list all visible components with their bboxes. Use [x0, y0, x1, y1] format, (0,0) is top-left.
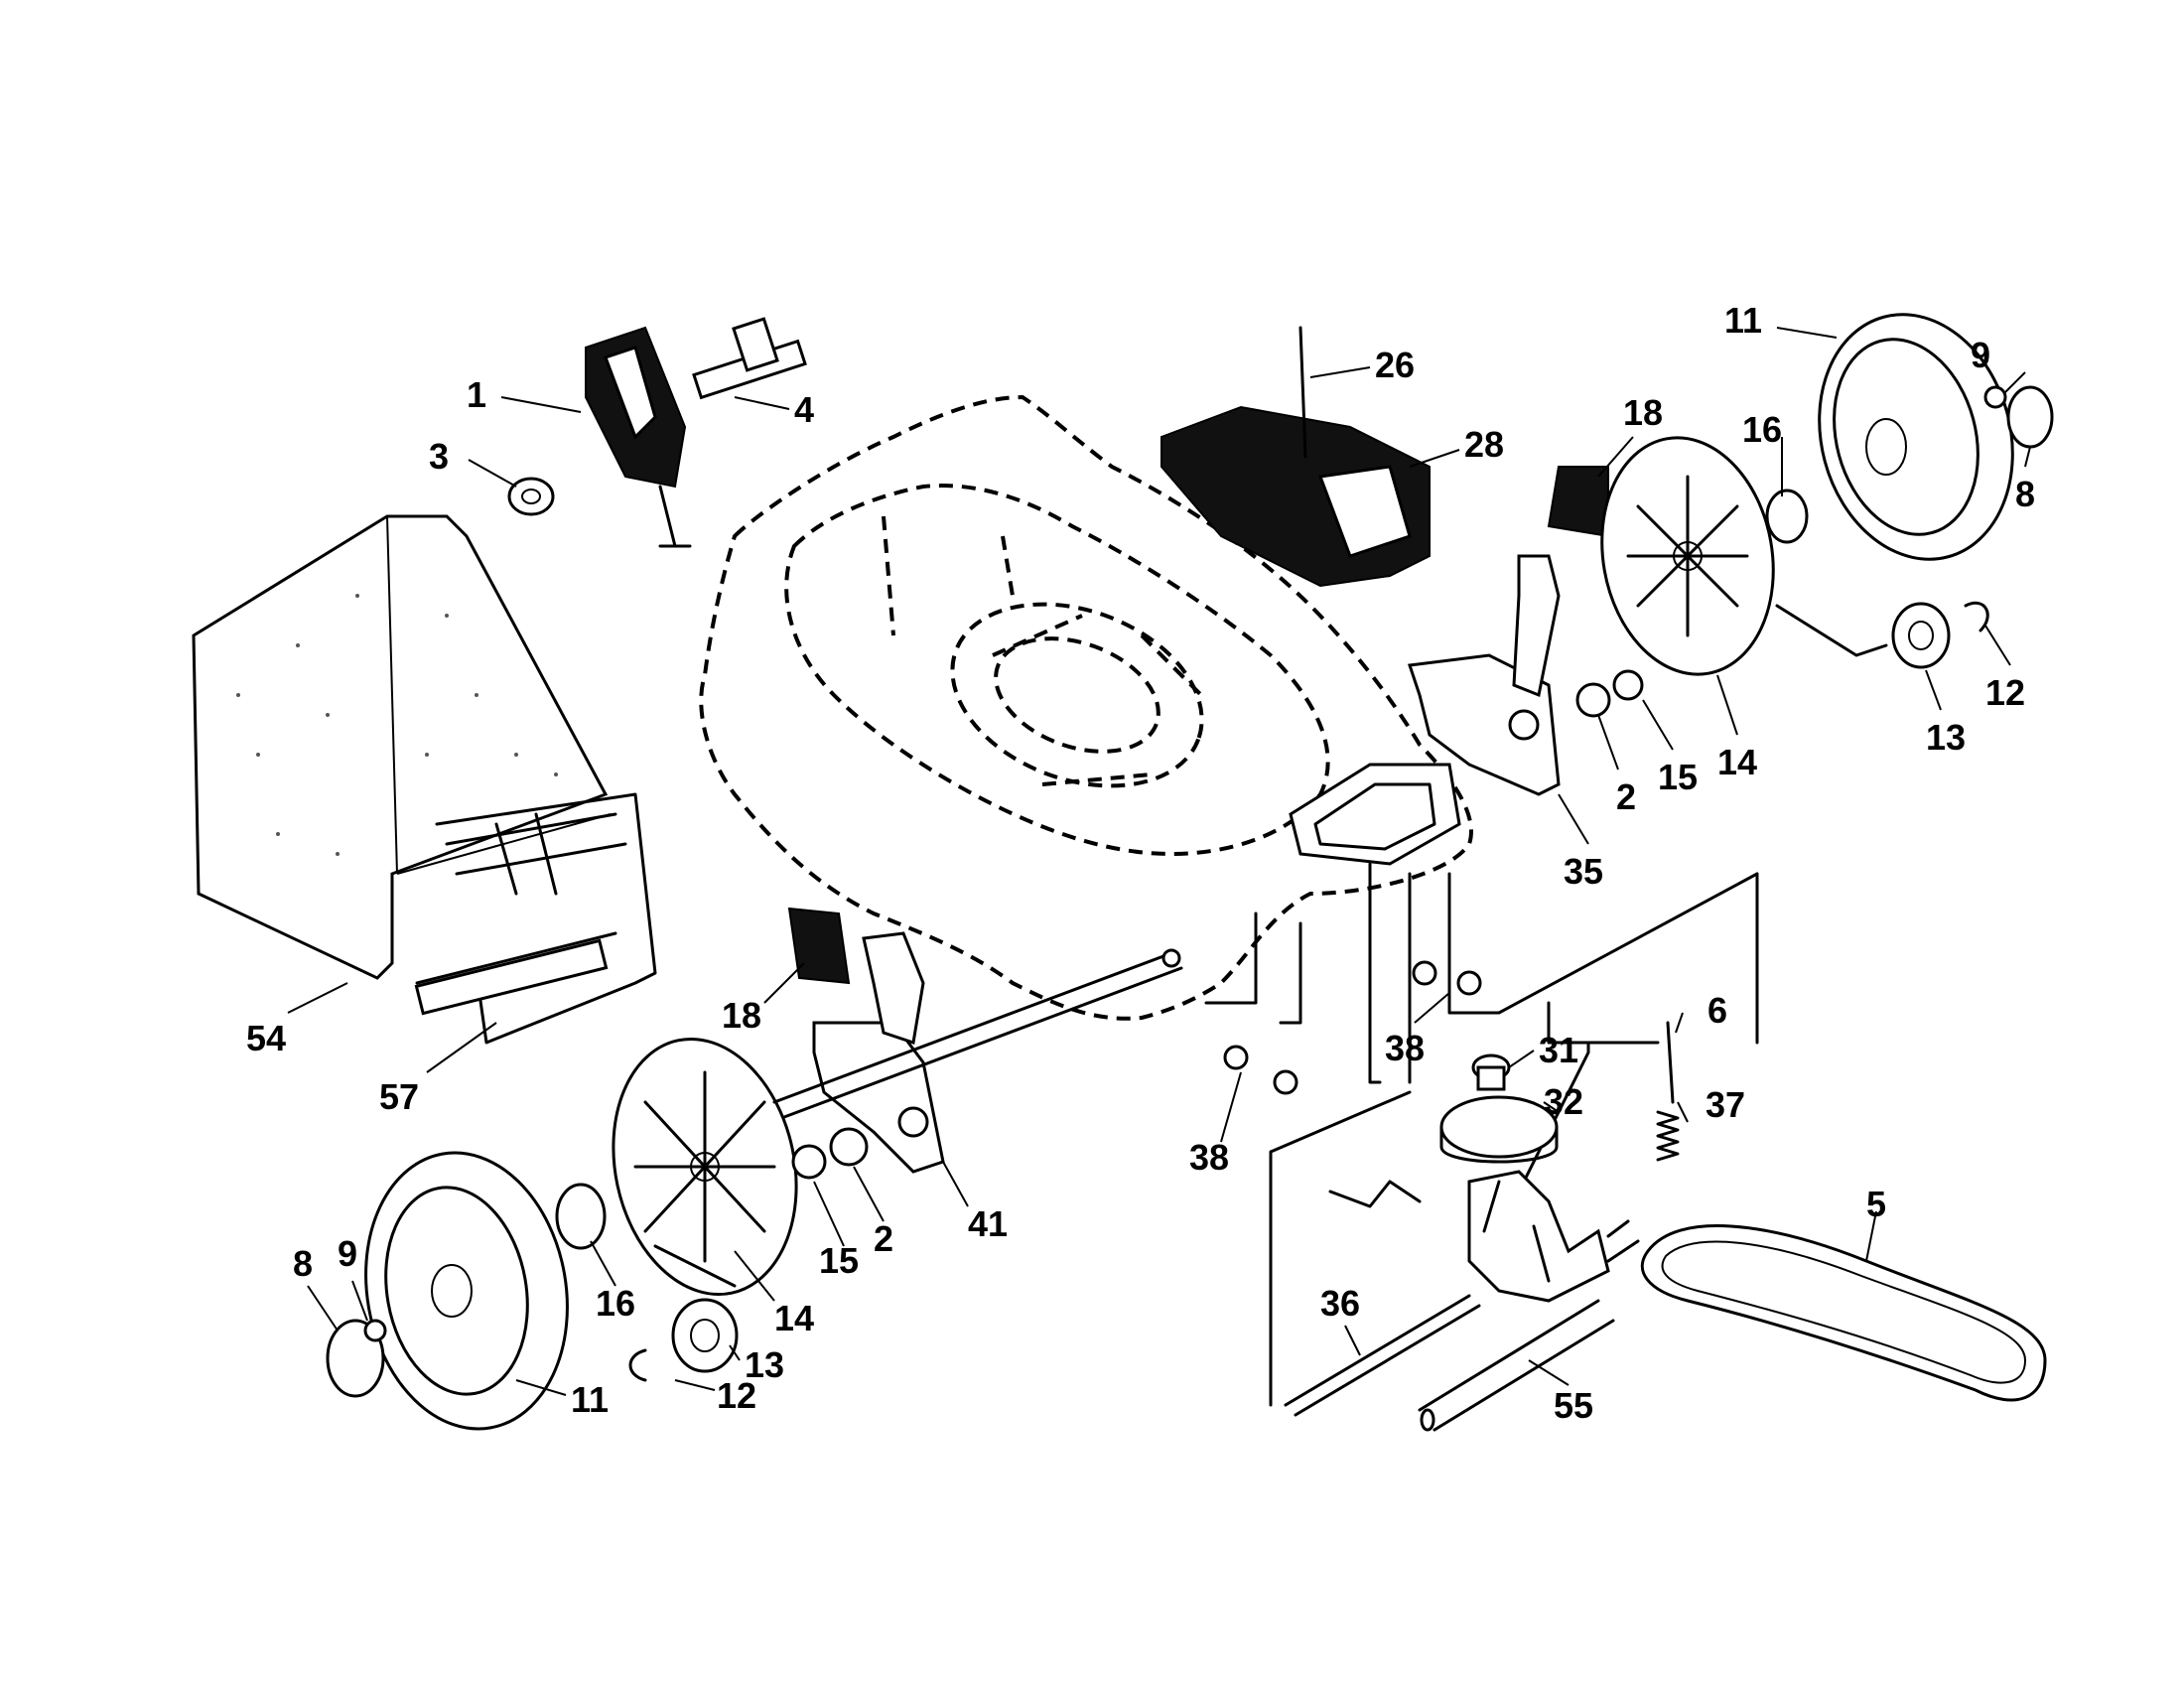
- label-3: 3: [429, 436, 449, 477]
- label-35: 35: [1564, 851, 1603, 892]
- hub-cap-top: [2006, 385, 2054, 449]
- label-18-bottom: 18: [722, 995, 761, 1036]
- nut-38-a: [1412, 960, 1437, 986]
- label-2-bottom: 2: [874, 1218, 893, 1259]
- rear-cover: [1160, 405, 1431, 588]
- adjuster-spring-clip: [658, 485, 692, 548]
- height-bracket-bottom: [812, 931, 945, 1174]
- nut-top: [1983, 385, 2007, 409]
- cover-screw: [1298, 326, 1307, 459]
- label-57: 57: [379, 1076, 419, 1117]
- spring: [1656, 1110, 1680, 1162]
- wheel-bottom-left: [364, 1151, 569, 1431]
- label-8-bottom: 8: [293, 1243, 313, 1284]
- label-4: 4: [794, 389, 814, 430]
- label-15-bottom: 15: [819, 1240, 859, 1281]
- label-37: 37: [1706, 1084, 1745, 1125]
- nut-bottom: [363, 1319, 387, 1342]
- drive-shaft: [1284, 1294, 1481, 1417]
- label-12-bottom: 12: [717, 1375, 756, 1416]
- label-9-bottom: 9: [338, 1233, 357, 1274]
- rear-door: [1289, 763, 1461, 866]
- pulley: [1439, 1095, 1559, 1164]
- label-16-top: 16: [1742, 409, 1782, 450]
- bearing-bottom: [829, 1127, 869, 1167]
- height-adjuster-lever: [585, 326, 687, 489]
- adjuster-nut: [507, 477, 555, 516]
- grass-bag: [192, 514, 612, 980]
- wheel-hub-top: [1600, 436, 1775, 676]
- label-55: 55: [1554, 1385, 1593, 1426]
- label-11-bottom: 11: [571, 1379, 609, 1420]
- grass-bag-frame: [414, 792, 657, 1045]
- part-labels: 1 4 3 26 28 18 11 9 8 16 12 13 14 15 2 3…: [246, 300, 2035, 1426]
- nut-38-b: [1456, 970, 1482, 996]
- label-8-top: 8: [2015, 474, 2035, 514]
- label-16-bottom: 16: [596, 1283, 635, 1324]
- label-36: 36: [1320, 1283, 1360, 1324]
- label-54: 54: [246, 1018, 286, 1058]
- drive-gear-bottom: [671, 1298, 739, 1373]
- label-5: 5: [1866, 1184, 1886, 1224]
- adjuster-bolt: [692, 317, 807, 400]
- wheel-cap-top: [1547, 466, 1609, 538]
- washer-top: [1765, 489, 1809, 544]
- bearing-top: [1575, 682, 1611, 718]
- wheel-hub-bottom: [612, 1037, 798, 1297]
- label-2-top: 2: [1616, 776, 1636, 817]
- label-15-top: 15: [1658, 757, 1698, 797]
- label-31: 31: [1539, 1030, 1578, 1070]
- label-13-bottom: 13: [745, 1344, 784, 1385]
- shift-lever-symbol: [1328, 1180, 1422, 1208]
- axle-dashline-bottom: [653, 1244, 737, 1288]
- guide-lines-38-left: [1204, 912, 1302, 1025]
- label-14-bottom: 14: [774, 1298, 814, 1338]
- label-18-top: 18: [1623, 392, 1663, 433]
- nut-38-d: [1273, 1069, 1298, 1095]
- e-clip-bottom: [628, 1348, 647, 1382]
- label-26: 26: [1375, 345, 1415, 385]
- label-1: 1: [467, 374, 486, 415]
- label-28: 28: [1464, 424, 1504, 465]
- label-32: 32: [1544, 1081, 1583, 1122]
- label-38-left: 38: [1189, 1137, 1229, 1178]
- drive-pin: [1666, 1021, 1675, 1104]
- rear-axle: [772, 948, 1183, 1119]
- nut-38-c: [1223, 1045, 1249, 1070]
- washer-bottom: [555, 1183, 607, 1250]
- spacer-top: [1612, 669, 1644, 701]
- leader-lines: [287, 327, 2031, 1396]
- label-9-top: 9: [1971, 335, 1990, 375]
- wheel-cap-bottom: [787, 907, 851, 985]
- pulley-bolt: [1471, 1053, 1511, 1091]
- label-6: 6: [1707, 990, 1727, 1031]
- axle-tube: [1418, 1299, 1615, 1432]
- drive-gear-top: [1891, 602, 1951, 669]
- label-38-mid: 38: [1385, 1028, 1425, 1068]
- drive-belt: [1640, 1224, 2047, 1402]
- label-11-top: 11: [1724, 300, 1762, 341]
- e-clip-top: [1964, 601, 1989, 632]
- gearbox: [1467, 1170, 1610, 1303]
- label-13-top: 13: [1926, 717, 1966, 758]
- spacer-bottom: [791, 1144, 827, 1180]
- axle-dashline-top: [1775, 604, 1888, 657]
- guide-lines-38: [1368, 862, 1759, 1084]
- height-bracket-top: [1407, 554, 1561, 796]
- label-12-top: 12: [1985, 672, 2025, 713]
- label-41: 41: [968, 1203, 1008, 1244]
- label-14-top: 14: [1717, 742, 1757, 782]
- transmission-shaft-end: [1606, 1219, 1640, 1263]
